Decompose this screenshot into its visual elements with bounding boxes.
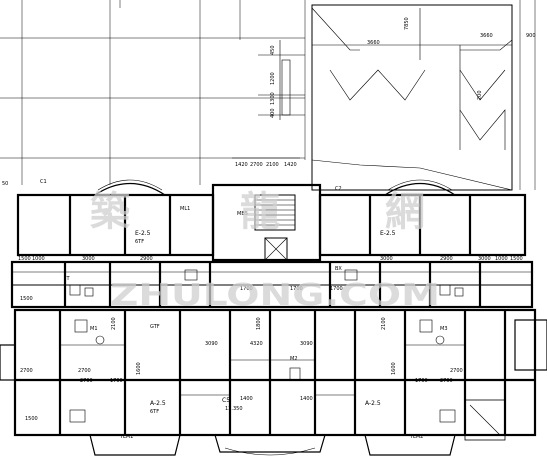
watermark-char-1: 築: [90, 189, 131, 235]
upper-dim-1: 450: [270, 45, 276, 55]
axis-mark-4: 2700: [20, 368, 33, 374]
top-dim-1: 1420: [235, 162, 248, 168]
roof-plan: 3660 3660 900 7850 200: [311, 4, 536, 191]
low-dim-13: 1600: [136, 362, 142, 375]
top-dim-2: 2700: [250, 162, 263, 168]
low-dim-14: 1600: [391, 362, 397, 375]
room-label-10: TLM2: [409, 434, 423, 440]
axis-mark-3: 1500: [20, 296, 33, 302]
low-dim-1: 3090: [205, 341, 218, 347]
room-label-4: A-2.5: [150, 400, 166, 407]
room-label-13: C2: [335, 186, 342, 192]
mid-dim-9: 1500: [510, 256, 523, 262]
low-dim-9: 2700: [80, 378, 93, 384]
room-labels: E-2.5 6TF E-2.5 A-2.5 6TF A-2.5 C5 13.35…: [40, 179, 448, 440]
room-label-20: BX: [335, 266, 342, 272]
room-label-17: M2: [290, 356, 298, 362]
upper-dimensions: 450 1200 1300 400 1420 2700 2100 1420: [232, 40, 305, 168]
room-label-1: E-2.5: [135, 230, 151, 237]
mid-dim-10: 1700: [240, 286, 253, 292]
mid-dim-6: 2900: [440, 256, 453, 262]
upper-dim-3: 1300: [270, 92, 276, 105]
low-dim-4: 2100: [111, 317, 117, 330]
room-label-9: TLM1: [119, 434, 133, 440]
axis-mark-1: 50: [2, 181, 8, 187]
mid-dim-12: 2700: [78, 368, 91, 374]
axis-mark-2: 1700: [290, 286, 303, 292]
mid-dim-5: 3000: [380, 256, 393, 262]
room-label-5: 6TF: [150, 409, 159, 415]
reference-grid: [0, 0, 536, 190]
mid-dim-1: 1500: [18, 256, 31, 262]
mid-dim-11: 1700: [330, 286, 343, 292]
low-dim-8: 1400: [300, 396, 313, 402]
roof-dim-5: 200: [477, 90, 483, 100]
watermark-char-3: 網: [385, 189, 425, 235]
room-label-3: E-2.5: [380, 230, 396, 237]
room-label-8: 13.350: [225, 406, 243, 412]
roof-dim-2: 3660: [480, 33, 493, 39]
watermark-char-2: 龍: [240, 189, 280, 235]
mid-dim-13: 2700: [450, 368, 463, 374]
room-label-14: GTF: [150, 324, 160, 330]
mid-dim-4: 2900: [140, 256, 153, 262]
room-label-7: C5: [222, 397, 230, 404]
low-dim-7: 1400: [240, 396, 253, 402]
room-label-19: MB5: [237, 211, 248, 217]
low-dim-11: 1700: [415, 378, 428, 384]
roof-dim-3: 900: [526, 33, 536, 39]
lower-dimensions: 3090 4320 3090 2100 2100 1800 1400 1400 …: [25, 317, 453, 422]
mid-dim-2: 1000: [32, 256, 45, 262]
low-dim-5: 2100: [381, 317, 387, 330]
watermark-url: ZHULONG.COM: [110, 278, 440, 313]
low-dim-10: 1700: [110, 378, 123, 384]
watermark: 築 龍 網 ZHULONG.COM: [90, 189, 440, 313]
top-dim-4: 1420: [284, 162, 297, 168]
room-label-16: M1: [90, 326, 98, 332]
room-label-11: ML1: [180, 206, 190, 212]
top-dim-3: 2100: [266, 162, 279, 168]
mid-dim-7: 3000: [478, 256, 491, 262]
room-label-12: C1: [40, 179, 47, 185]
low-dim-3: 3090: [300, 341, 313, 347]
fixtures: [69, 269, 464, 423]
roof-dim-1: 3660: [367, 40, 380, 46]
low-dim-2: 4320: [250, 341, 263, 347]
building-walls: [0, 179, 547, 456]
mid-dim-8: 1000: [495, 256, 508, 262]
low-dim-15: 1500: [25, 416, 38, 422]
upper-dim-4: 400: [270, 108, 276, 118]
room-label-6: A-2.5: [365, 400, 381, 407]
room-label-2: 6TF: [135, 239, 144, 245]
room-label-15: JT: [64, 276, 70, 282]
low-dim-12: 2700: [440, 378, 453, 384]
mid-dimensions: 1500 1000 3000 2900 3000 2900 3000 1000 …: [18, 256, 523, 374]
roof-dim-4: 7850: [404, 17, 410, 30]
axis-marks: 50 1700 1500 2700: [2, 181, 303, 374]
low-dim-6: 1800: [256, 317, 262, 330]
mid-dim-3: 3000: [82, 256, 95, 262]
upper-dim-2: 1200: [270, 72, 276, 85]
room-label-18: M3: [440, 326, 448, 332]
